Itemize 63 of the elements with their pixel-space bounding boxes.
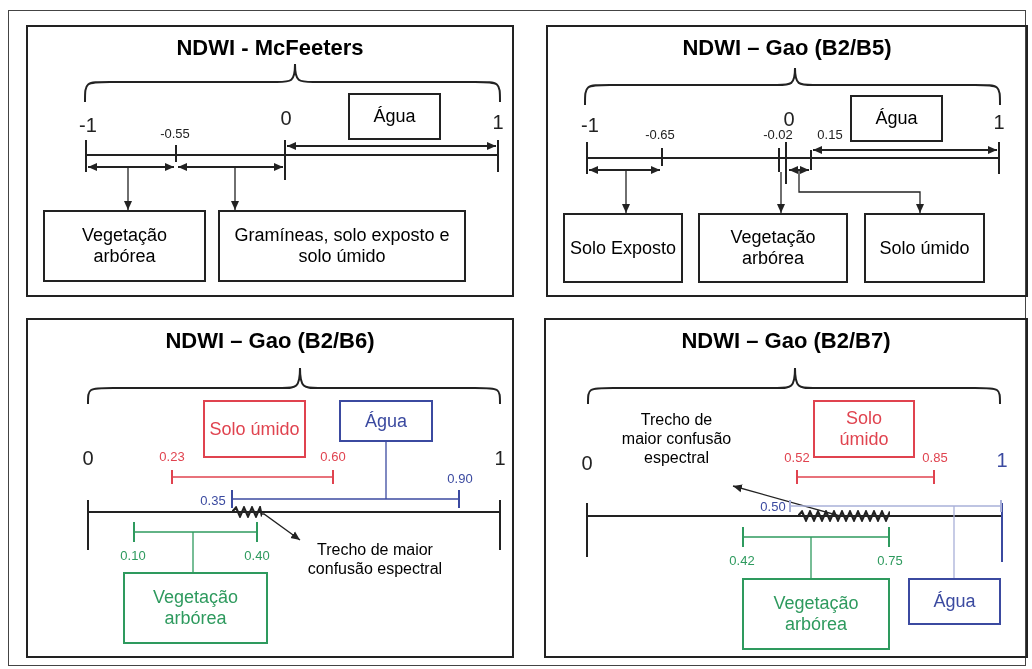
leader-line [810, 536, 812, 579]
leader-line [798, 169, 924, 214]
class-box: Água [850, 95, 943, 142]
tick-label: 0.42 [729, 552, 755, 568]
leader-line [261, 513, 301, 541]
tick-label: 0.40 [244, 547, 270, 563]
panel-title: NDWI – Gao (B2/B5) [681, 35, 893, 61]
tick-label: -0.65 [645, 126, 675, 142]
class-box: Vegetação arbórea [43, 210, 206, 282]
panel-title: NDWI – Gao (B2/B7) [680, 328, 892, 354]
class-box: Água [339, 400, 433, 442]
tick-label: 0.15 [817, 126, 843, 142]
leader-line [124, 166, 132, 211]
tick-label: -1 [581, 113, 599, 137]
tick-label: 0 [82, 446, 94, 470]
tick-label: 0.10 [120, 547, 146, 563]
range-bar [231, 490, 460, 508]
range-bar [133, 522, 258, 542]
class-box: Gramíneas, solo exposto e solo úmido [218, 210, 466, 282]
leader-line [732, 484, 841, 517]
tick-label: 1 [996, 448, 1008, 472]
panel [544, 318, 1028, 658]
zigzag-mark [798, 510, 890, 522]
tick-label: -1 [79, 113, 97, 137]
panel [26, 318, 514, 658]
panel [546, 25, 1028, 297]
class-box: Vegetação arbórea [742, 578, 890, 650]
leader-line [953, 505, 955, 579]
panel-title: NDWI – Gao (B2/B6) [164, 328, 376, 354]
leader-line [192, 531, 194, 573]
class-box: Solo úmido [864, 213, 985, 283]
zigzag-mark [232, 506, 262, 518]
tick-label: 0.75 [877, 552, 903, 568]
leader-line [231, 166, 239, 211]
class-box: Solo Exposto [563, 213, 683, 283]
tick-label: 1 [993, 110, 1005, 134]
class-box: Água [908, 578, 1001, 625]
tick-label: 0.60 [320, 448, 346, 464]
tick-label: 0.90 [447, 470, 473, 486]
tick-label: 0.23 [159, 448, 185, 464]
tick-label: 0 [581, 451, 593, 475]
tick-label: 1 [492, 110, 504, 134]
leader-line [622, 169, 630, 214]
range-bar [789, 500, 1002, 512]
class-box: Água [348, 93, 441, 140]
tick-label: 0 [280, 106, 292, 130]
tick-label: 0.85 [922, 449, 948, 465]
tick-label: 0.35 [200, 492, 226, 508]
annotation-text: Trecho de maior confusão espectral [300, 540, 450, 590]
panel [26, 25, 514, 297]
range-bar [742, 527, 890, 547]
tick-label: 1 [494, 446, 506, 470]
class-box: Solo úmido [813, 400, 915, 458]
class-box: Vegetação arbórea [123, 572, 268, 644]
annotation-text: Trecho de maior confusão espectral [620, 410, 733, 486]
class-box: Vegetação arbórea [698, 213, 848, 283]
tick-label: -0.55 [160, 125, 190, 141]
tick-label: 0.52 [784, 449, 810, 465]
panel-title: NDWI - McFeeters [175, 35, 365, 61]
leader-line [385, 441, 387, 500]
tick-label: 0.50 [760, 498, 786, 514]
leader-line [777, 171, 785, 214]
class-box: Solo úmido [203, 400, 306, 458]
